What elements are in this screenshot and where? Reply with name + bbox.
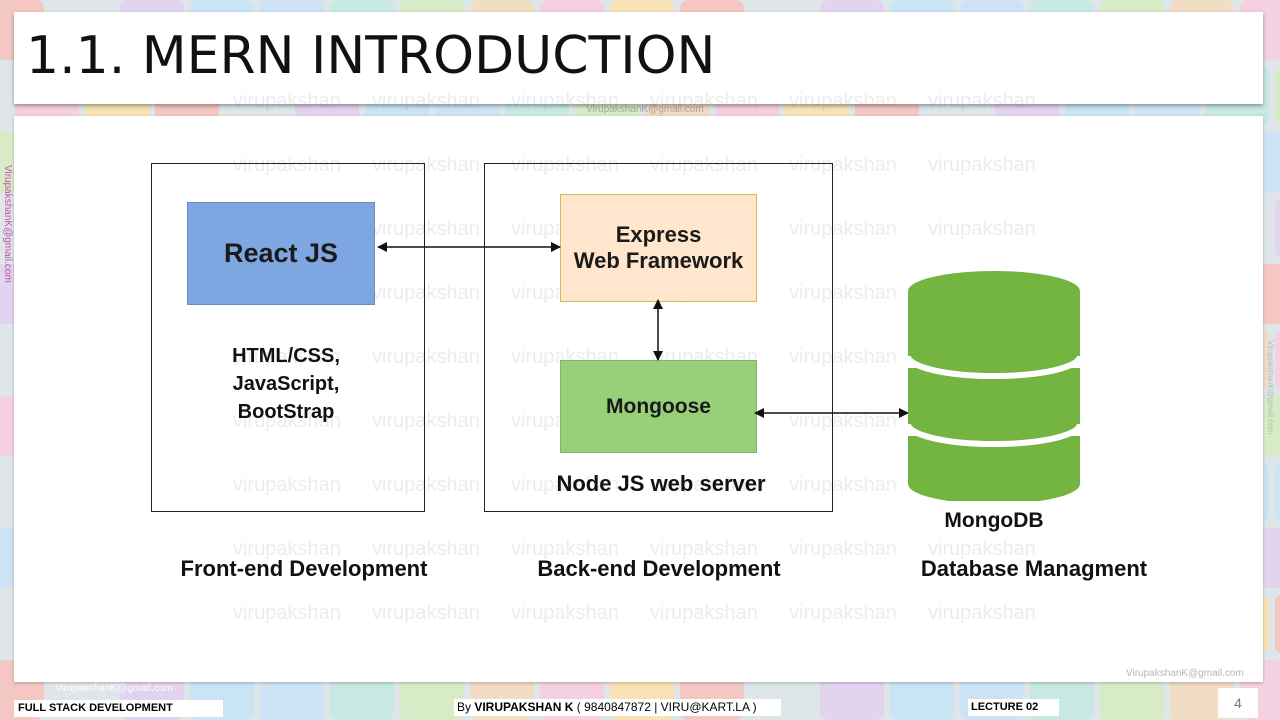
watermark-text: virupakshan bbox=[233, 410, 341, 432]
footer-author-name: VIRUPAKSHAN K bbox=[474, 700, 574, 714]
cylinder-divider bbox=[905, 423, 1083, 447]
email-watermark-bottom: VirupakshanK@gmail.com bbox=[1126, 668, 1244, 679]
frontend-label: Front-end Development bbox=[180, 556, 428, 581]
watermark-text: virupakshan bbox=[789, 154, 897, 176]
react-js-label: React JS bbox=[223, 238, 339, 269]
watermark-text: virupakshan bbox=[650, 538, 758, 560]
watermark-text: virupakshan bbox=[233, 474, 341, 496]
background-tile bbox=[1275, 198, 1280, 258]
watermark-text: virupakshan bbox=[928, 90, 1036, 112]
express-node: Express Web Framework bbox=[560, 194, 757, 302]
react-js-node: React JS bbox=[187, 202, 375, 305]
watermark-text: virupakshan bbox=[233, 346, 341, 368]
watermark-text: virupakshan bbox=[372, 538, 480, 560]
frontend-tech-item: HTML/CSS, bbox=[232, 345, 340, 367]
watermark-text: virupakshan bbox=[789, 346, 897, 368]
watermark-text: virupakshan bbox=[928, 538, 1036, 560]
watermark-text: virupakshan bbox=[928, 154, 1036, 176]
watermark-text: virupakshan bbox=[372, 218, 480, 240]
frontend-tech-list: HTML/CSS, JavaScript, BootStrap bbox=[186, 342, 386, 426]
watermark-text: virupakshan bbox=[650, 602, 758, 624]
backend-label: Back-end Development bbox=[537, 556, 781, 581]
content-panel: virupakshan virupakshan virupakshan virupak… bbox=[14, 90, 1263, 682]
side-email-left: VirupakshanK@gmail.com bbox=[2, 165, 13, 283]
mongodb-label: MongoDB bbox=[944, 509, 1044, 532]
email-watermark-top: VirupakshanK@gmail.com bbox=[586, 104, 704, 115]
watermark-text: virupakshan bbox=[789, 90, 897, 112]
database-cylinder-icon bbox=[905, 271, 1083, 501]
title-bar: 1.1. MERN INTRODUCTION bbox=[14, 12, 1263, 104]
watermark-text: virupakshan bbox=[789, 474, 897, 496]
watermark-text: virupakshan bbox=[233, 90, 341, 112]
watermark-text: virupakshan bbox=[511, 154, 619, 176]
watermark-text: virupakshan bbox=[372, 346, 480, 368]
footer-email: VirupakshanK@gmail.com bbox=[55, 683, 173, 694]
cylinder-top bbox=[908, 271, 1080, 311]
cylinder-segment bbox=[908, 291, 1080, 376]
express-label-line1: Express bbox=[615, 221, 702, 247]
background-tile bbox=[1275, 594, 1280, 654]
express-label-line2: Web Framework bbox=[573, 248, 744, 273]
database-label: Database Managment bbox=[920, 556, 1148, 581]
footer-contact: ( 9840847872 | VIRU@KART.LA ) bbox=[573, 700, 757, 714]
frontend-tech-item: BootStrap bbox=[237, 401, 335, 423]
cylinder-segment bbox=[908, 368, 1080, 444]
frontend-tech-item: JavaScript, bbox=[232, 373, 340, 395]
watermark-text: virupakshan bbox=[928, 602, 1036, 624]
footer-author: By VIRUPAKSHAN K ( 9840847872 | VIRU@KAR… bbox=[454, 699, 781, 716]
mongoose-node: Mongoose bbox=[560, 360, 757, 453]
background-tile bbox=[1275, 66, 1280, 126]
watermark-text: virupakshan bbox=[789, 538, 897, 560]
watermark-text: virupakshan bbox=[233, 602, 341, 624]
footer-lecture: LECTURE 02 bbox=[968, 699, 1059, 716]
watermark-text: virupakshan bbox=[511, 538, 619, 560]
footer-author-prefix: By bbox=[457, 700, 475, 714]
watermark-text: virupakshan bbox=[650, 154, 758, 176]
background-tile bbox=[1275, 330, 1280, 390]
watermark-text: virupakshan bbox=[928, 218, 1036, 240]
watermark-text: virupakshan bbox=[789, 602, 897, 624]
watermark-text: virupakshan bbox=[372, 474, 480, 496]
watermark-text: virupakshan bbox=[511, 474, 619, 496]
watermark-text: virupakshan bbox=[650, 474, 758, 496]
frontend-frame bbox=[151, 163, 425, 512]
watermark-text: virupakshan bbox=[372, 154, 480, 176]
watermark-text: virupakshan bbox=[789, 218, 897, 240]
side-email-right: VirupakshanK@gmail.com bbox=[1266, 340, 1275, 435]
backend-frame bbox=[484, 163, 833, 512]
background-tile bbox=[1275, 462, 1280, 522]
watermark-text: virupakshan bbox=[511, 602, 619, 624]
watermark-text: virupakshan bbox=[372, 282, 480, 304]
watermark-text: virupakshan bbox=[233, 154, 341, 176]
cylinder-segment bbox=[908, 436, 1080, 501]
watermark-text: virupakshan bbox=[372, 410, 480, 432]
slide-title: 1.1. MERN INTRODUCTION bbox=[26, 26, 716, 86]
watermark-text: virupakshan bbox=[650, 90, 758, 112]
watermark-text: virupakshan bbox=[511, 90, 619, 112]
watermark-text: virupakshan bbox=[233, 538, 341, 560]
page-number: 4 bbox=[1218, 688, 1258, 718]
connectors bbox=[377, 242, 909, 418]
mongoose-label: Mongoose bbox=[606, 394, 711, 418]
watermark-text: virupakshan bbox=[789, 282, 897, 304]
footer-course: FULL STACK DEVELOPMENT bbox=[14, 700, 223, 717]
watermark-text: virupakshan bbox=[372, 90, 480, 112]
node-server-label: Node JS web server bbox=[556, 471, 766, 496]
watermark-text: virupakshan bbox=[372, 602, 480, 624]
cylinder-divider bbox=[905, 355, 1083, 379]
